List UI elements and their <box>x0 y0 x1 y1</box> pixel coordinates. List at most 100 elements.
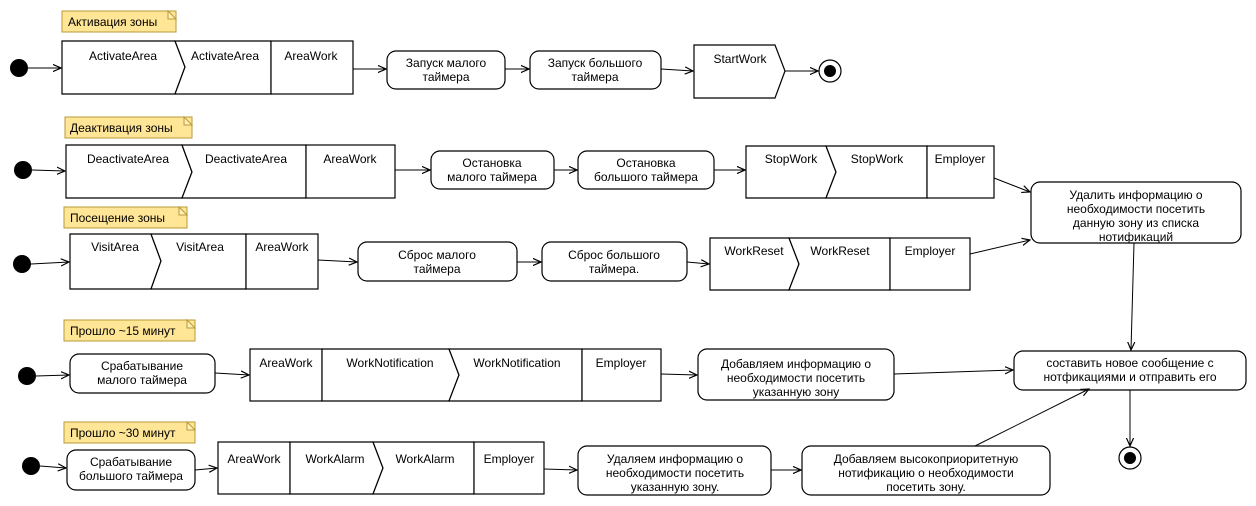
flow-edge <box>893 370 1013 375</box>
start-node-3 <box>13 255 31 273</box>
object-label: AreaWork <box>259 356 313 370</box>
action-line: Срабатывание <box>101 359 183 373</box>
action-line: Запуск большого <box>548 56 643 70</box>
object-label: Employer <box>596 356 647 370</box>
send-signal-visit-area: VisitArea <box>150 233 247 290</box>
send-signal-stop-work: StopWork <box>825 145 928 199</box>
send-signal-work-reset: WorkReset <box>788 237 891 291</box>
action-line: посетить зону. <box>886 480 966 494</box>
note-30-minutes-text: Прошло ~30 минут <box>70 426 176 440</box>
final-node-1 <box>818 59 842 83</box>
action-big-timer-fired: Срабатывание большого таймера <box>66 449 196 491</box>
signal-label: WorkNotification <box>346 356 433 370</box>
note-zone-deactivation-text: Деактивация зоны <box>70 121 173 135</box>
object-label: AreaWork <box>323 152 377 166</box>
action-line: Удалить информацию о <box>1069 188 1203 202</box>
action-line: таймера. <box>589 262 639 276</box>
flow-edge <box>1131 242 1134 350</box>
signal-label: WorkReset <box>810 244 870 258</box>
action-reset-small-timer: Сброс малого таймера <box>357 241 518 282</box>
start-node-2 <box>14 161 32 179</box>
signal-label: VisitArea <box>91 240 139 254</box>
flow-edge <box>660 69 693 71</box>
signal-label: DeactivateArea <box>87 152 169 166</box>
receive-signal-work-notification: WorkNotification <box>321 348 460 402</box>
flow-edge <box>35 375 69 376</box>
final-node-2 <box>1118 446 1142 470</box>
flow-edge <box>686 262 709 264</box>
receive-signal-activate-area: ActivateArea <box>61 40 186 95</box>
object-area-work-4: AreaWork <box>249 348 323 402</box>
action-line: необходимости посетить <box>606 466 744 480</box>
object-label: Employer <box>905 244 956 258</box>
action-line: Остановка <box>462 156 522 170</box>
note-zone-visit: Посещение зоны <box>63 205 189 229</box>
object-label: AreaWork <box>227 452 281 466</box>
send-signal-deactivate-area: DeactivateArea <box>181 144 307 199</box>
receive-signal-visit-area: VisitArea <box>69 233 162 290</box>
start-node-5 <box>22 457 40 475</box>
action-line: составить новое сообщение с <box>1046 356 1213 370</box>
control-flows <box>28 68 1134 470</box>
action-compose-message: составить новое сообщение с нотфикациями… <box>1013 350 1247 391</box>
action-small-timer-fired: Срабатывание малого таймера <box>69 353 216 394</box>
object-area-work-2: AreaWork <box>305 144 396 199</box>
object-area-work: AreaWork <box>270 40 354 95</box>
signal-label: StartWork <box>713 52 767 66</box>
action-reset-big-timer: Сброс большого таймера. <box>541 241 688 282</box>
signal-label: DeactivateArea <box>205 152 287 166</box>
flow-edge <box>194 468 217 470</box>
flow-edge <box>31 170 65 171</box>
send-signal-work-notification: WorkNotification <box>448 348 583 402</box>
note-zone-activation: Активация зоны <box>61 9 178 33</box>
start-node-4 <box>18 367 36 385</box>
flow-edge <box>660 374 697 375</box>
object-label: AreaWork <box>284 49 338 63</box>
action-start-big-timer: Запуск большого таймера <box>529 50 662 90</box>
flow-edge <box>974 389 1089 447</box>
flow-edge <box>969 240 1030 255</box>
object-employer-4: Employer <box>473 441 545 495</box>
action-line: нотификаций <box>1099 230 1173 244</box>
action-line: нотификацию о необходимости <box>838 466 1013 480</box>
receive-signal-deactivate-area: DeactivateArea <box>65 144 193 199</box>
flow-edge <box>543 469 577 470</box>
action-line: Запуск малого <box>406 56 487 70</box>
action-stop-small-timer: Остановка малого таймера <box>430 150 555 190</box>
action-line: Удаляем информацию о <box>607 452 744 466</box>
signal-label: WorkNotification <box>473 356 560 370</box>
action-remove-notification-info: Удалить информацию о необходимости посет… <box>1030 181 1242 244</box>
action-line: данную зону из списка <box>1073 216 1200 230</box>
action-line: таймера <box>413 262 460 276</box>
action-line: большого таймера <box>79 469 183 483</box>
object-label: AreaWork <box>255 240 309 254</box>
object-area-work-5: AreaWork <box>217 441 291 495</box>
action-line: таймера <box>422 70 469 84</box>
action-stop-big-timer: Остановка большого таймера <box>577 150 715 190</box>
action-start-small-timer: Запуск малого таймера <box>386 50 506 90</box>
action-line: Остановка <box>616 156 676 170</box>
signal-label: ActivateArea <box>89 49 157 63</box>
receive-signal-work-alarm: WorkAlarm <box>289 441 384 495</box>
object-employer-2: Employer <box>889 237 971 291</box>
note-15-minutes: Прошло ~15 минут <box>63 318 197 342</box>
action-remove-visit-info: Удаляем информацию о необходимости посет… <box>577 445 772 496</box>
note-zone-deactivation: Деактивация зоны <box>64 115 194 139</box>
send-signal-work-alarm: WorkAlarm <box>372 441 475 495</box>
action-line: таймера <box>571 70 618 84</box>
object-label: Employer <box>935 152 986 166</box>
flow-edge <box>39 466 66 468</box>
signal-label: StopWork <box>765 152 818 166</box>
signal-label: WorkReset <box>724 244 784 258</box>
note-15-minutes-text: Прошло ~15 минут <box>70 324 176 338</box>
action-add-high-priority-notification: Добавляем высокоприоритетную нотификацию… <box>801 445 1051 496</box>
signal-label: StopWork <box>851 152 904 166</box>
note-zone-activation-text: Активация зоны <box>68 15 157 29</box>
signal-label: ActivateArea <box>191 49 259 63</box>
action-line: Сброс большого <box>568 248 660 262</box>
signal-label: WorkAlarm <box>305 452 364 466</box>
action-line: указанную зону. <box>631 480 720 494</box>
action-line: Срабатывание <box>90 455 172 469</box>
action-line: Добавляем высокоприоритетную <box>834 452 1019 466</box>
